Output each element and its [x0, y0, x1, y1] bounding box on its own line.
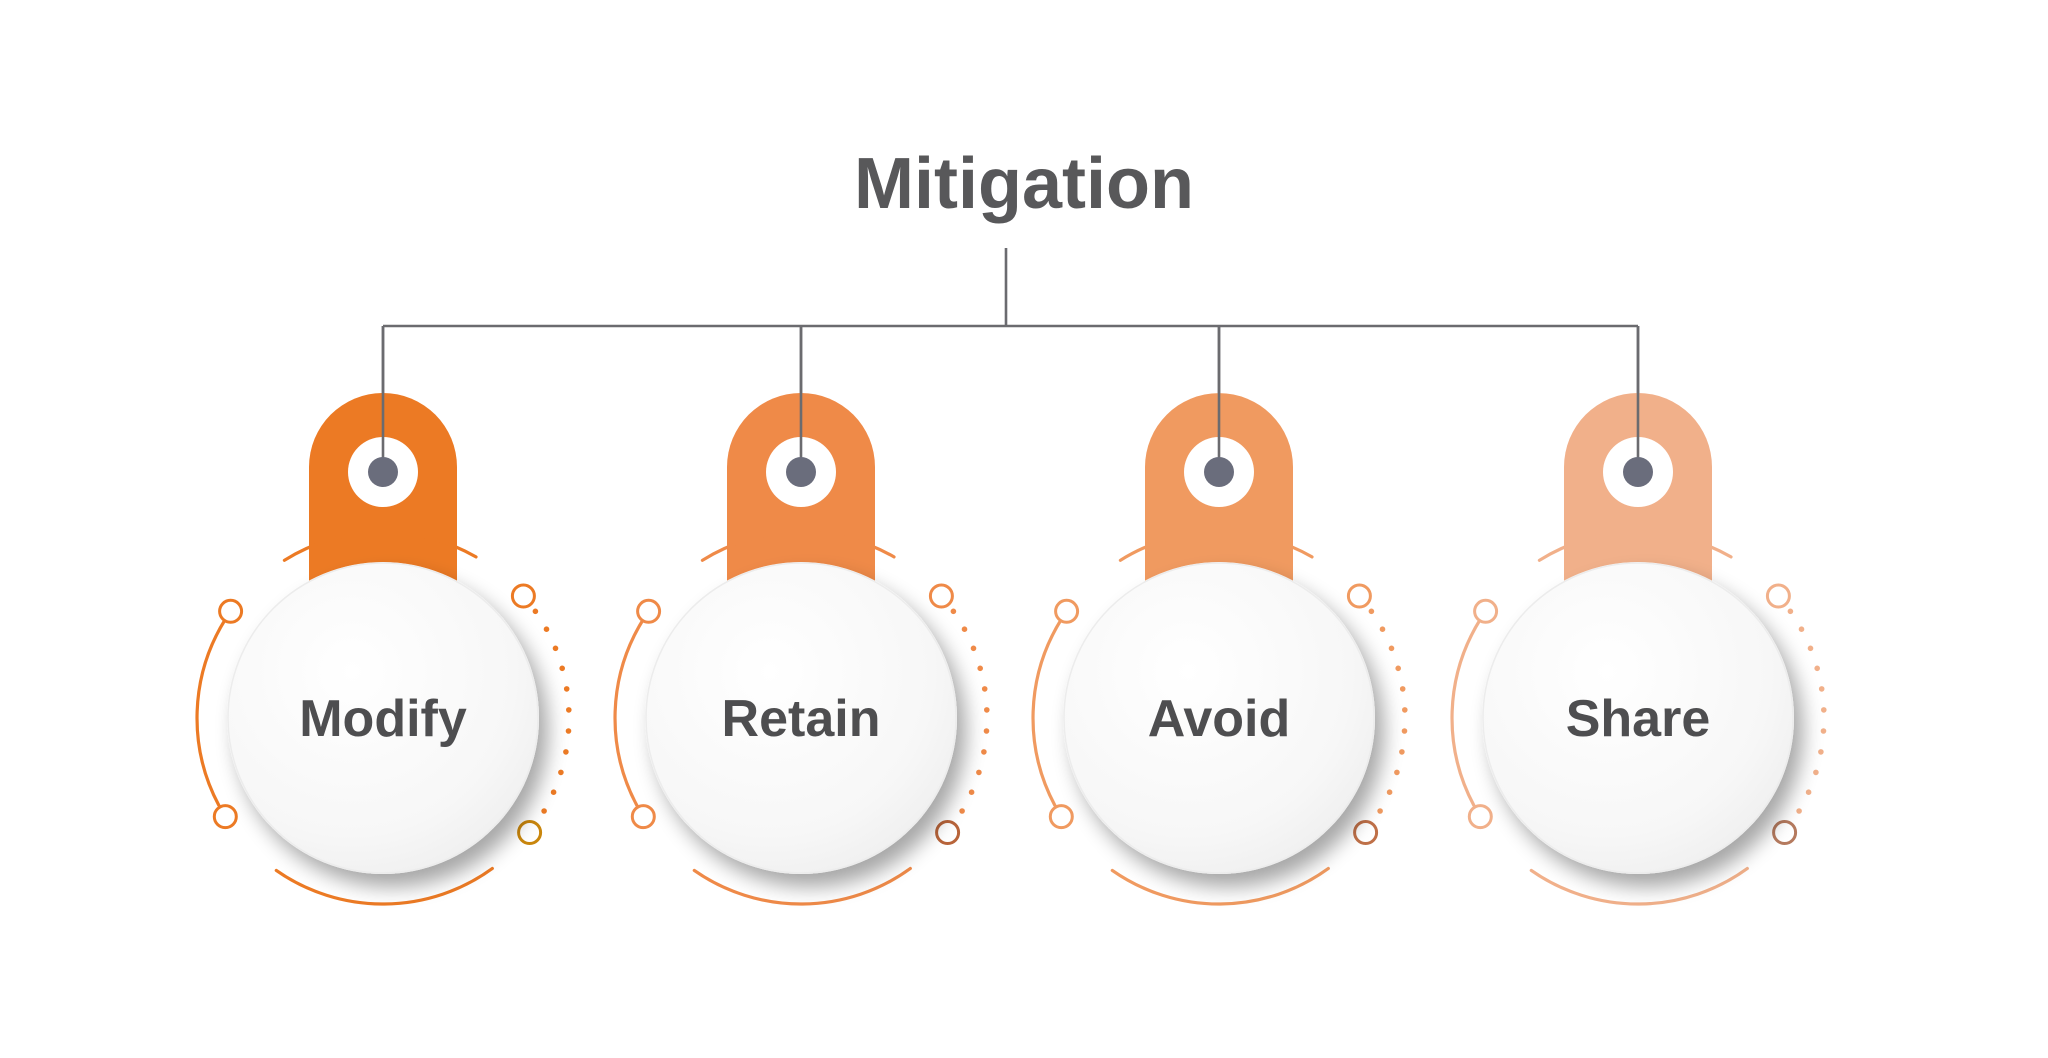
ring-node-circle	[636, 598, 662, 624]
ring-arc-top	[1537, 530, 1733, 562]
ring-dot	[968, 789, 975, 795]
ring-dot	[1807, 645, 1814, 652]
ring-node-circle	[218, 598, 244, 624]
ring-dot	[552, 645, 559, 652]
ring-dot	[558, 769, 564, 776]
ring-dot	[1813, 769, 1819, 776]
ring-dot	[1798, 626, 1805, 632]
ring-node-circle	[935, 820, 961, 845]
ring-node-circle	[1467, 804, 1493, 830]
node-share: Share	[1450, 326, 1827, 906]
ring-node-circle	[1473, 598, 1499, 624]
ring-dot	[1821, 707, 1827, 713]
ring-arc-bottom	[274, 866, 494, 906]
ring-dot	[1796, 808, 1802, 814]
ring-node-circle	[1054, 598, 1080, 624]
ring-dot	[1386, 789, 1393, 795]
pin-dot	[786, 457, 816, 487]
ring-arc-bottom	[1110, 866, 1330, 906]
node-label: Retain	[722, 690, 881, 748]
ring-node-circle	[510, 583, 536, 609]
ring-dot	[976, 769, 982, 776]
node-circle-rim	[1482, 562, 1794, 874]
node-modify: Modify	[195, 326, 572, 906]
node-circle	[1063, 562, 1375, 874]
ring-dot	[541, 808, 547, 814]
ring-dot	[1402, 707, 1408, 713]
ring-dot	[970, 645, 977, 652]
ring-dot	[532, 608, 539, 615]
tree-connector	[383, 248, 1638, 328]
ring-dot	[559, 665, 565, 672]
ring-dot	[1388, 645, 1395, 652]
ring-dot	[1820, 728, 1827, 734]
ring-dot	[1395, 665, 1401, 672]
ring-node-circle	[517, 820, 543, 845]
ring-node-circle	[1346, 583, 1372, 609]
ring-dot	[1818, 686, 1825, 692]
ring-node-circle	[928, 583, 954, 609]
ring-dot	[1379, 626, 1386, 632]
node-circle	[227, 562, 539, 874]
ring-node-circle	[1772, 820, 1798, 845]
ring-dot	[550, 789, 557, 795]
ring-node-circle	[1048, 804, 1074, 830]
ring-dot	[977, 665, 983, 672]
ring-dot	[981, 686, 988, 692]
ring-dot	[961, 626, 968, 632]
nodes-layer: Modify Retain Avoid Share	[195, 326, 1827, 906]
ring-node-circle	[1765, 583, 1791, 609]
ring-arc-left	[195, 617, 227, 807]
ring-node-circle	[630, 804, 656, 830]
ring-dot	[1399, 686, 1406, 692]
ring-arc-left	[1450, 617, 1482, 807]
ring-dot	[1818, 749, 1824, 755]
ring-dot	[984, 707, 990, 713]
pin-dot	[1623, 457, 1653, 487]
ring-dot	[543, 626, 550, 632]
ring-dot	[983, 728, 990, 734]
ring-dot	[1805, 789, 1812, 795]
ring-dot	[566, 707, 572, 713]
ring-arc-bottom	[1529, 866, 1749, 906]
ring-arc-bottom	[692, 866, 912, 906]
ring-dot	[959, 808, 965, 814]
node-avoid: Avoid	[1031, 326, 1408, 906]
ring-dot	[563, 686, 570, 692]
node-circle-rim	[227, 562, 539, 874]
node-label: Avoid	[1148, 690, 1291, 748]
ring-dot	[1401, 728, 1408, 734]
ring-dot	[1394, 769, 1400, 776]
node-circle-rim	[1063, 562, 1375, 874]
ring-dot	[1814, 665, 1820, 672]
ring-dot	[1368, 608, 1375, 615]
ring-dot	[1787, 608, 1794, 615]
ring-dot	[981, 749, 987, 755]
node-retain: Retain	[613, 326, 990, 906]
ring-arc-left	[1031, 617, 1063, 807]
ring-dot	[1399, 749, 1405, 755]
ring-arc-left	[613, 617, 645, 807]
node-circle	[1482, 562, 1794, 874]
node-label: Share	[1566, 690, 1711, 748]
diagram-title: Mitigation	[854, 144, 1194, 224]
ring-arc-top	[700, 530, 896, 562]
ring-dot	[565, 728, 572, 734]
ring-node-circle	[1353, 820, 1379, 845]
ring-dot	[1377, 808, 1383, 814]
node-label: Modify	[299, 690, 467, 748]
node-circle	[645, 562, 957, 874]
ring-dot	[563, 749, 569, 755]
ring-arc-top	[1118, 530, 1314, 562]
pin-dot	[1204, 457, 1234, 487]
node-circle-rim	[645, 562, 957, 874]
ring-dot	[950, 608, 957, 615]
ring-arc-top	[282, 530, 478, 562]
ring-node-circle	[212, 804, 238, 830]
pin-dot	[368, 457, 398, 487]
